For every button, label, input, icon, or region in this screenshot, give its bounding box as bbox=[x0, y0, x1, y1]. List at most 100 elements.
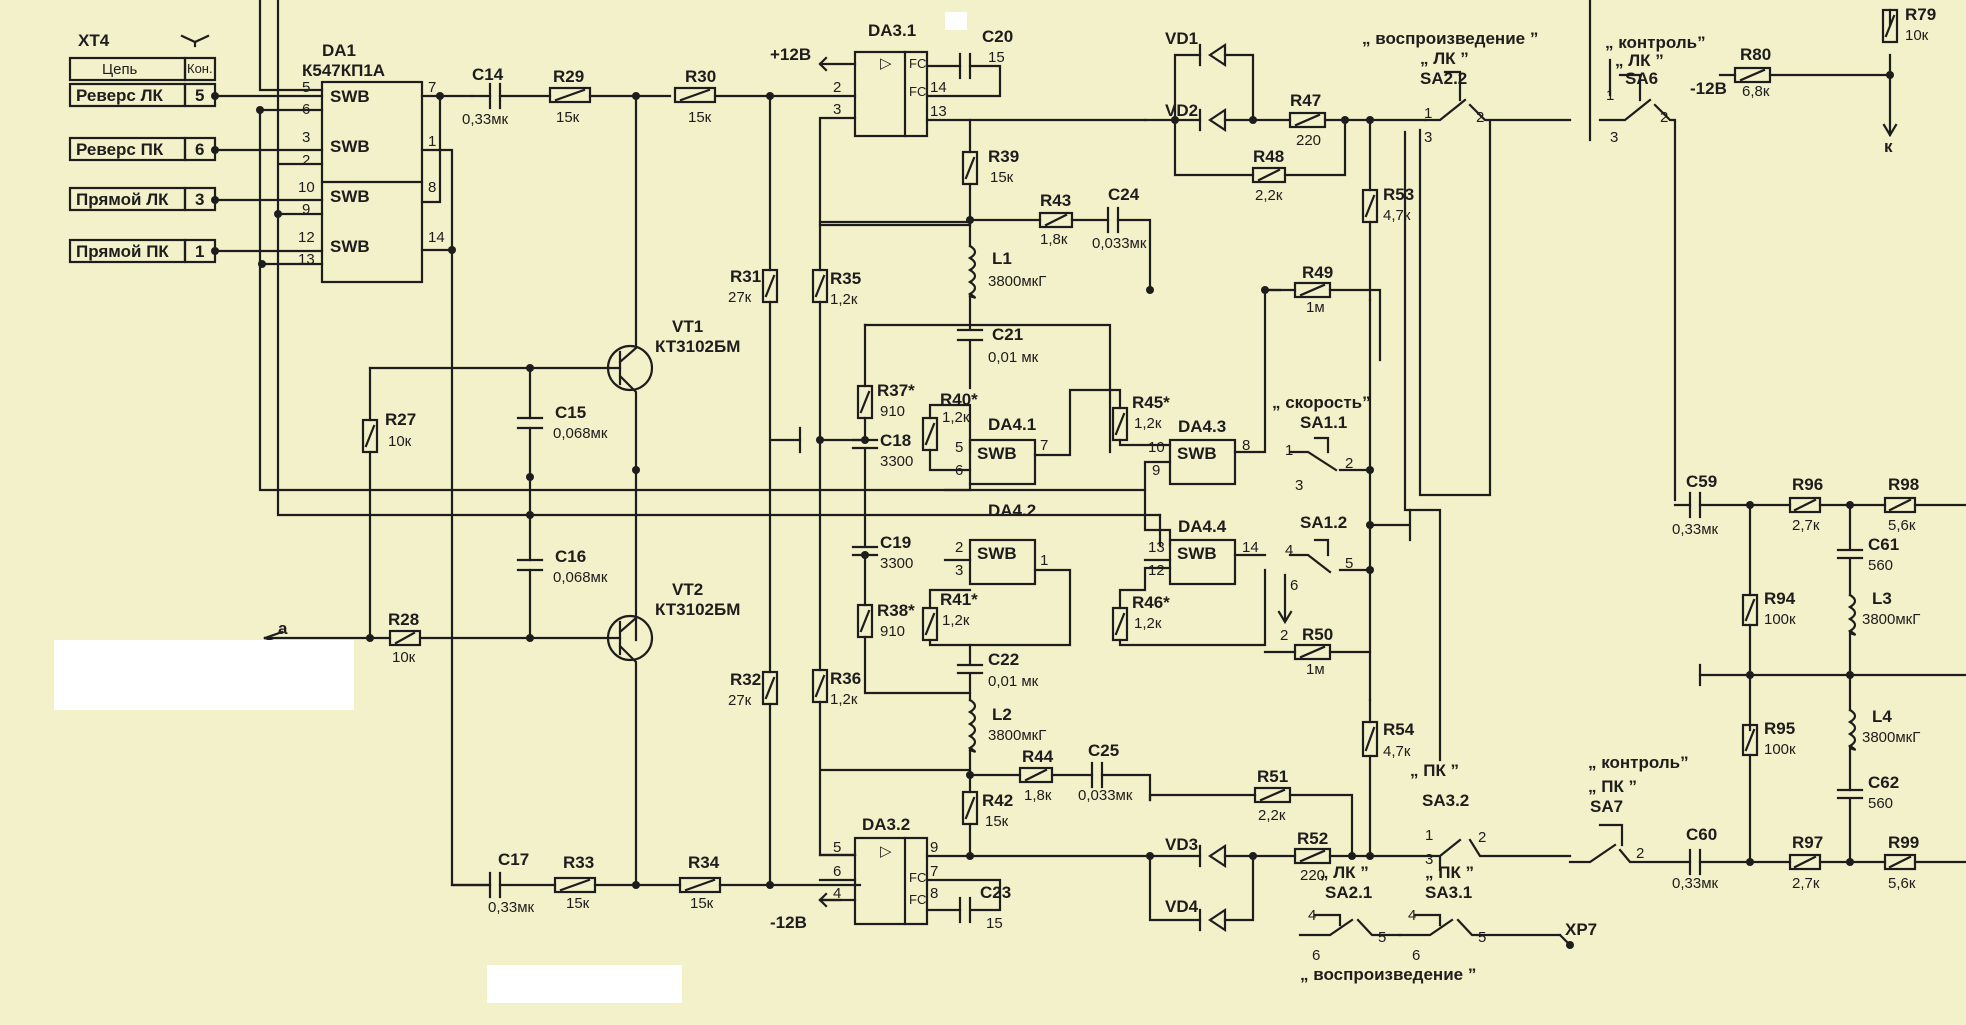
c25-id: C25 bbox=[1088, 741, 1119, 760]
da1-cell: SWB bbox=[330, 237, 370, 256]
da41-cell: SWB bbox=[977, 444, 1017, 463]
inductor-l3-icon bbox=[1847, 593, 1857, 677]
c60-value: 0,33мк bbox=[1672, 875, 1719, 892]
pin-2: 2 bbox=[1476, 109, 1484, 126]
r28-id: R28 bbox=[388, 610, 419, 629]
l2-id: L2 bbox=[992, 705, 1012, 724]
da32-fc: FC bbox=[909, 870, 926, 885]
vt1-part: КТ3102БМ bbox=[655, 337, 740, 356]
r52-id: R52 bbox=[1297, 829, 1328, 848]
sa21-label: SA2.1 bbox=[1325, 883, 1372, 902]
c16-value: 0,068мк bbox=[553, 569, 608, 586]
l1-value: 3800мкГ bbox=[988, 273, 1046, 290]
r53-value: 4,7к bbox=[1383, 207, 1411, 224]
right-control-top: „ контроль” „ ЛК ” SA6 1 2 3 -12В R80 6,… bbox=[1588, 0, 1936, 502]
r52-value: 220 bbox=[1300, 867, 1325, 884]
da3-1-opamp: DA3.1 ▷ FC FC +12В 2 3 14 13 C20 15 bbox=[768, 21, 1147, 227]
xt4-row-circuit: Прямой ЛК bbox=[76, 190, 169, 209]
node-k: к bbox=[1884, 137, 1893, 156]
pin-3: 3 bbox=[1610, 129, 1618, 146]
r32-id: R32 bbox=[730, 670, 761, 689]
vt1-id: VT1 bbox=[672, 317, 703, 336]
da44-pin: 12 bbox=[1148, 562, 1165, 579]
r43-value: 1,8к bbox=[1040, 231, 1068, 248]
vd1-id: VD1 bbox=[1165, 29, 1198, 48]
r54-value: 4,7к bbox=[1383, 743, 1411, 760]
control-lk: „ контроль” bbox=[1605, 33, 1706, 52]
r94-value: 100к bbox=[1764, 611, 1796, 628]
r32-value: 27к bbox=[728, 692, 752, 709]
resistor-r46 bbox=[1111, 606, 1129, 642]
xt4-row-contact: 5 bbox=[195, 86, 204, 105]
r35-id: R35 bbox=[830, 269, 861, 288]
resistor-r28 bbox=[388, 629, 422, 647]
r51-id: R51 bbox=[1257, 767, 1288, 786]
da42-body bbox=[968, 538, 1037, 586]
control-pk: „ контроль” bbox=[1588, 753, 1689, 772]
da42-name: DA4.2 bbox=[988, 501, 1036, 520]
r30-id: R30 bbox=[685, 67, 716, 86]
c59-id: C59 bbox=[1686, 472, 1717, 491]
da1-pin: 1 bbox=[428, 133, 436, 150]
inductor-l4-icon bbox=[1847, 708, 1857, 792]
da1-part: К547КП1А bbox=[302, 61, 385, 80]
xt4-head-circuit: Цепь bbox=[102, 61, 138, 78]
da32-pin: 5 bbox=[833, 839, 841, 856]
pk-sa32: „ ПК ” bbox=[1410, 761, 1459, 780]
r44-value: 1,8к bbox=[1024, 787, 1052, 804]
r51-value: 2,2к bbox=[1258, 807, 1286, 824]
resistor-r32 bbox=[761, 670, 779, 706]
resistor-r40 bbox=[921, 416, 939, 452]
xp7-label: XP7 bbox=[1565, 920, 1597, 939]
xt4-head-contact: Кон. bbox=[187, 61, 213, 76]
da42-cell: SWB bbox=[977, 544, 1017, 563]
r94-id: R94 bbox=[1764, 589, 1796, 608]
r99-value: 5,6к bbox=[1888, 875, 1916, 892]
r96-value: 2,7к bbox=[1792, 517, 1820, 534]
c22-value: 0,01 мк bbox=[988, 673, 1039, 690]
resistor-r54 bbox=[1361, 720, 1379, 758]
top-output: VD1 VD2 R47 220 R48 2,2к R53 4,7к bbox=[1143, 29, 1427, 302]
sa7-label: SA7 bbox=[1590, 797, 1623, 816]
c18-value: 3300 bbox=[880, 453, 913, 470]
da32-op-icon: ▷ bbox=[880, 843, 892, 860]
xt4-row-circuit: Реверс ЛК bbox=[76, 86, 164, 105]
r47-value: 220 bbox=[1296, 132, 1321, 149]
c21-id: C21 bbox=[992, 325, 1023, 344]
bottom-input-chain: C17 0,33мк R33 15к R34 15к bbox=[450, 850, 862, 916]
pin-1: 1 bbox=[1425, 827, 1433, 844]
r29-id: R29 bbox=[553, 67, 584, 86]
blank-patch bbox=[945, 12, 967, 30]
middle-divider: R35 1,2к R36 1,2к R37* 910 C18 3300 C19 … bbox=[811, 223, 972, 857]
pin-4: 4 bbox=[1308, 907, 1316, 924]
c22-id: C22 bbox=[988, 650, 1019, 669]
l3-id: L3 bbox=[1872, 589, 1892, 608]
da31-body bbox=[853, 50, 929, 138]
da41-body bbox=[968, 438, 1037, 486]
resistor-r49 bbox=[1293, 281, 1332, 299]
r49-id: R49 bbox=[1302, 263, 1333, 282]
pin-5: 5 bbox=[1378, 929, 1386, 946]
supply-minus2: -12В bbox=[1690, 79, 1727, 98]
da31-name: DA3.1 bbox=[868, 21, 916, 40]
l2-value: 3800мкГ bbox=[988, 727, 1046, 744]
da31-pin: 3 bbox=[833, 101, 841, 118]
pin-2: 2 bbox=[1660, 109, 1668, 126]
lower-filter: C22 0,01 мк L2 3800мкГ R44 1,8к C25 0,03… bbox=[956, 643, 1152, 860]
pin-6: 6 bbox=[1312, 947, 1320, 964]
r53-id: R53 bbox=[1383, 185, 1414, 204]
resistor-r48 bbox=[1251, 166, 1287, 184]
connector-symbol-icon bbox=[180, 34, 210, 48]
vd1-icon bbox=[1198, 42, 1227, 68]
c25-value: 0,033мк bbox=[1078, 787, 1133, 804]
r48-value: 2,2к bbox=[1255, 187, 1283, 204]
lk-sa21: „ ЛК ” bbox=[1320, 863, 1369, 882]
pin-3: 3 bbox=[1424, 129, 1432, 146]
right-filter-chain: C59 0,33мк R96 2,7к R98 5,6к C61 560 L3 … bbox=[1568, 472, 1966, 892]
sa32-label: SA3.2 bbox=[1422, 791, 1469, 810]
da42-pin: 2 bbox=[955, 539, 963, 556]
vd3-id: VD3 bbox=[1165, 835, 1198, 854]
xt4-head-contact-cell bbox=[183, 56, 217, 82]
c62-value: 560 bbox=[1868, 795, 1893, 812]
c60-id: C60 bbox=[1686, 825, 1717, 844]
